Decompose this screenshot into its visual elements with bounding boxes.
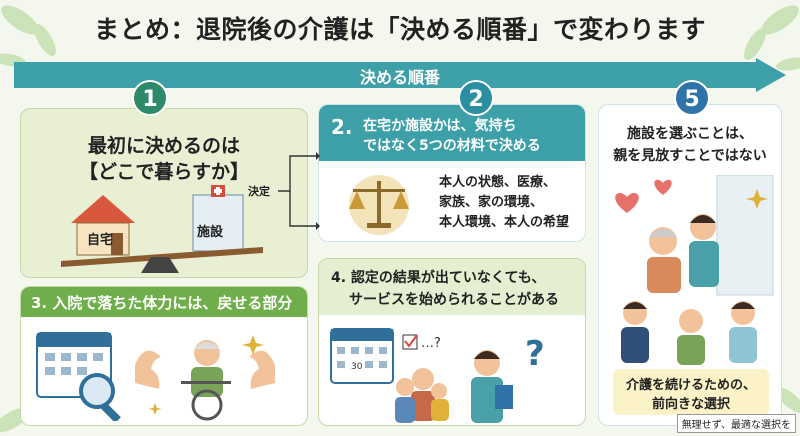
care-staff-icon (729, 301, 757, 363)
step-2-panel: 2. 在宅か施設かは、気持ち ではなく5つの材料で決める 本人の状態、医療、 家… (318, 104, 586, 242)
sparkle-icons (148, 335, 264, 415)
elderly-woman-icon (647, 227, 681, 293)
heart-icons (615, 179, 672, 213)
step-2-number: 2. (331, 115, 353, 139)
step-1-panel: 最初に決めるのは 【どこで暮らすか】 自宅 施設 (20, 108, 308, 278)
step-2-head-line-1: 在宅か施設かは、気持ち (363, 118, 517, 134)
step-1-line-1: 最初に決めるのは (87, 135, 240, 157)
checkbox-icon (402, 334, 418, 350)
step-5-head-line-1: 施設を選ぶことは、 (627, 126, 753, 142)
elderly-man-wheelchair-icon (181, 340, 231, 421)
step-2-badge: 2 (458, 80, 494, 116)
step-4-head-line-2: サービスを始められることがある (349, 292, 559, 308)
care-worker-icon (471, 350, 513, 423)
step-3-panel: 3. 入院で落ちた体力には、戻せる部分 (20, 286, 308, 426)
nurse-icon (621, 301, 649, 363)
magnifier-icon (79, 373, 121, 421)
rehab-illustration (36, 332, 275, 421)
step-5-head-line-2: 親を見放すことではない (613, 148, 767, 164)
step-2-header (319, 105, 585, 161)
step-5-foot-line-1: 介護を続けるための、 (625, 378, 756, 393)
step-4-header (319, 259, 585, 315)
facility-care-illustration (615, 175, 774, 365)
process-arrow (14, 58, 786, 92)
step-3-head: 3. 入院で落ちた体力には、戻せる部分 (31, 294, 293, 312)
step-5-panel: 施設を選ぶことは、 親を見放すことではない (598, 104, 782, 426)
facility-icon (192, 185, 244, 252)
step-2-head-line-2: ではなく5つの材料で決める (363, 138, 541, 154)
step-4-panel: 4. 認定の結果が出ていなくても、 サービスを始められることがある 30 …? (318, 258, 586, 426)
decision-branch-icon (278, 152, 320, 230)
calendar-day: 30 (351, 362, 363, 372)
decide-label: 決定 (248, 185, 270, 198)
calendar-icon: 30 (330, 328, 394, 384)
muscle-arm-icon-right (249, 350, 275, 389)
home-label: 自宅 (87, 233, 114, 248)
care-staff-illustration: 30 …? ? (330, 328, 545, 423)
step-5-conclusion: 介護を続けるための、 前向きな選択 (613, 369, 769, 415)
thinking-bubble: …? (421, 336, 441, 351)
page-title: まとめ：退院後の介護は「決める順番」で変わります (93, 15, 706, 44)
family-icon (395, 368, 449, 423)
elderly-man-icon (677, 309, 705, 365)
step-1-badge: 1 (132, 80, 168, 116)
caregiver-icon (689, 214, 719, 287)
question-mark-icon: ? (525, 334, 545, 374)
footer-note: 無理せず、最適な選択を (676, 414, 796, 433)
step-3-header (21, 287, 307, 317)
arrow-label: 決める順番 (359, 68, 440, 87)
scale-icon (349, 175, 409, 235)
muscle-arm-icon-left (135, 350, 161, 389)
house-icon (71, 195, 135, 256)
step-2-body-line-3: 本人環境、本人の希望 (439, 215, 570, 230)
step-2-body-line-1: 本人の状態、医療、 (439, 175, 557, 190)
step-4-head-line-1: 4. 認定の結果が出ていなくても、 (331, 270, 546, 286)
sparkle-icon (746, 189, 768, 209)
step-2-body-line-2: 家族、家の環境、 (439, 195, 544, 210)
seesaw-illustration (61, 185, 263, 273)
facility-label: 施設 (197, 225, 224, 240)
step-5-badge: 5 (674, 80, 710, 116)
step-1-line-2: 【どこで暮らすか】 (78, 161, 250, 183)
step-5-foot-line-2: 前向きな選択 (651, 397, 730, 412)
